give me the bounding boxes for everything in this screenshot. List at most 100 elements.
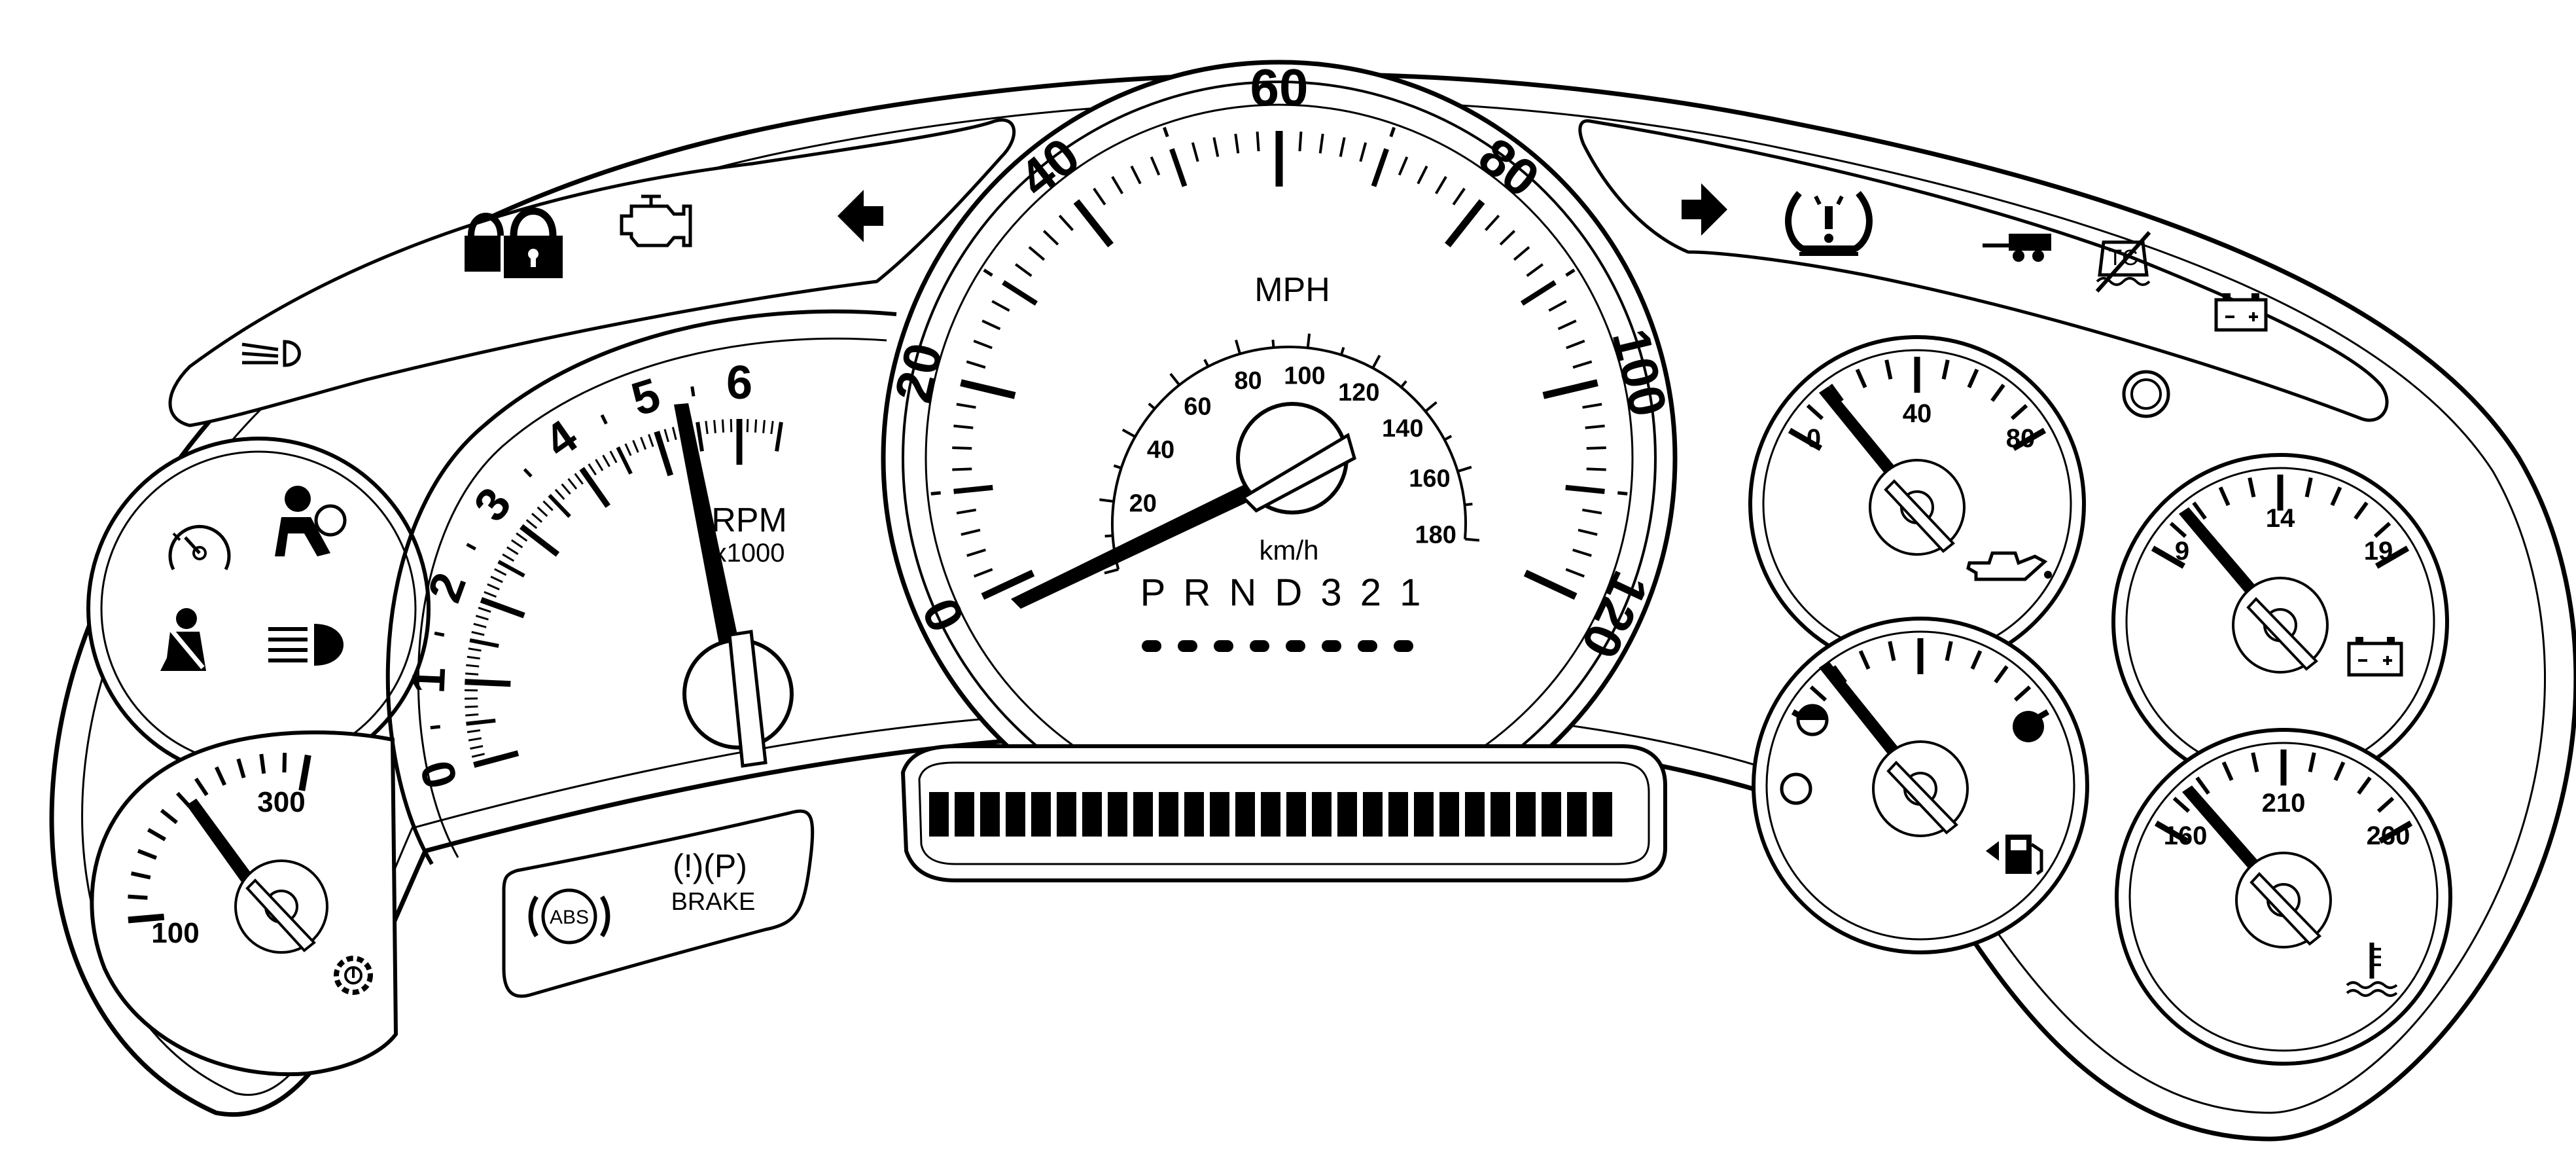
mph-major-tick: [960, 379, 1016, 399]
tach-minor-tick: [502, 553, 515, 562]
warning-panel: ABS (!)(P) BRAKE: [502, 809, 815, 998]
tach-major-tick: [480, 597, 525, 619]
fuel-empty-marker: [1796, 704, 1829, 736]
odometer-segment: [1388, 792, 1408, 837]
tach-major-tick: [465, 679, 511, 687]
tachometer-unit-x1000: x1000: [714, 539, 785, 568]
gauge-minor-tick: [2169, 522, 2187, 538]
mph-minor-tick: [1234, 134, 1240, 154]
gauge-minor-tick: [1809, 685, 1827, 702]
left-telltale-strip: [168, 118, 1016, 427]
mph-major-tick: [1073, 199, 1114, 247]
kmh-label: 40: [1147, 436, 1174, 463]
gauge-minor-tick: [2354, 501, 2369, 520]
trans-temp-label-300: 300: [257, 786, 305, 818]
gauge-major-tick: [2378, 820, 2413, 844]
kmh-tick: [1443, 435, 1453, 441]
tach-minor-tick: [770, 420, 774, 435]
gauge-minor-tick: [2013, 685, 2032, 702]
mph-minor-tick: [1585, 424, 1605, 429]
tach-minor-tick: [470, 745, 484, 750]
kmh-label: 120: [1338, 379, 1379, 406]
gauge-minor-tick: [2357, 776, 2372, 795]
odometer-segment: [1261, 792, 1280, 837]
tach-minor-tick: [542, 500, 554, 511]
tachometer-ticks: [465, 419, 783, 768]
kmh-tick: [1113, 464, 1122, 469]
gauge-minor-tick: [1829, 384, 1844, 403]
odometer-segment: [1567, 792, 1587, 837]
tach-minor-tick: [602, 454, 610, 467]
odometer-segment: [1542, 792, 1561, 837]
kmh-label: 60: [1184, 393, 1211, 421]
odometer-segment: [1414, 792, 1434, 837]
tach-outer-dot: [434, 631, 445, 637]
tach-outer-dot: [690, 386, 696, 397]
oil-label-80: 80: [2006, 424, 2036, 453]
coolant-temp-gauge: 160 210 260: [2115, 728, 2452, 1066]
tach-minor-tick: [467, 729, 481, 733]
security-lock-icon: [465, 208, 563, 278]
odometer-segments: [929, 792, 1612, 837]
kmh-tick: [1306, 333, 1311, 348]
trip-reset-knob[interactable]: [2122, 370, 2170, 418]
mph-mid-tick: [1371, 148, 1389, 187]
odometer-segment: [1235, 792, 1255, 837]
odometer-segment: [1057, 792, 1076, 837]
tach-minor-tick: [561, 483, 571, 495]
mph-minor-tick: [1111, 175, 1124, 194]
kmh-tick: [1121, 428, 1136, 439]
mph-minor-tick: [1565, 568, 1585, 578]
tach-minor-tick: [713, 420, 716, 433]
speedometer-kmh-ticks: [1099, 333, 1480, 575]
odometer-display: [900, 744, 1667, 882]
coolant-label-260: 260: [2367, 821, 2410, 850]
mph-minor-tick: [956, 508, 977, 514]
tach-minor-tick: [554, 488, 565, 500]
gauge-minor-tick: [137, 849, 158, 860]
tach-minor-tick: [671, 427, 677, 441]
kmh-tick: [1457, 465, 1472, 473]
odometer-segment: [1312, 792, 1332, 837]
mph-minor-tick: [1298, 131, 1303, 152]
tach-minor-tick: [467, 655, 480, 660]
tach-minor-tick: [640, 437, 647, 450]
kmh-tick: [1400, 380, 1407, 388]
kmh-tick: [1371, 355, 1381, 369]
charging-system-icon: [2214, 293, 2268, 332]
mph-minor-tick: [1042, 230, 1059, 245]
gauge-minor-tick: [282, 752, 287, 773]
tach-minor-tick: [648, 433, 654, 447]
mph-minor-tick: [1093, 187, 1106, 206]
odometer-segment: [980, 792, 1000, 837]
prndl-indicator: P R N D 3 2 1: [1140, 571, 1425, 614]
odometer-segment: [1082, 792, 1102, 837]
mph-mid-tick: [1565, 484, 1605, 494]
tach-minor-tick: [624, 443, 632, 456]
tach-minor-tick: [510, 539, 523, 549]
gauge-minor-tick: [1967, 369, 1979, 389]
tach-minor-tick: [705, 420, 709, 435]
brake-symbols: (!)(P): [673, 848, 747, 884]
kmh-tick: [1424, 401, 1438, 413]
mph-minor-tick: [1015, 263, 1032, 278]
cruise-control-icon: [168, 524, 231, 571]
battery-icon: [2347, 637, 2403, 677]
mph-outer-dot: [1565, 268, 1576, 277]
mph-minor-tick: [1499, 230, 1516, 245]
trans-temp-gauge: 100 300: [90, 730, 398, 1076]
mph-minor-tick: [1452, 187, 1466, 206]
odometer-segment: [1184, 792, 1204, 837]
mph-minor-tick: [1572, 549, 1592, 557]
odometer-segment: [1159, 792, 1178, 837]
mph-minor-tick: [981, 319, 1001, 331]
tachometer-unit-rpm: RPM: [711, 501, 787, 539]
gauge-minor-tick: [160, 808, 179, 825]
mph-minor-tick: [1582, 403, 1602, 409]
kmh-tick: [1148, 403, 1156, 410]
coolant-label-160: 160: [2164, 821, 2208, 850]
tach-outer-dot: [523, 468, 533, 478]
mph-minor-tick: [1212, 137, 1220, 157]
